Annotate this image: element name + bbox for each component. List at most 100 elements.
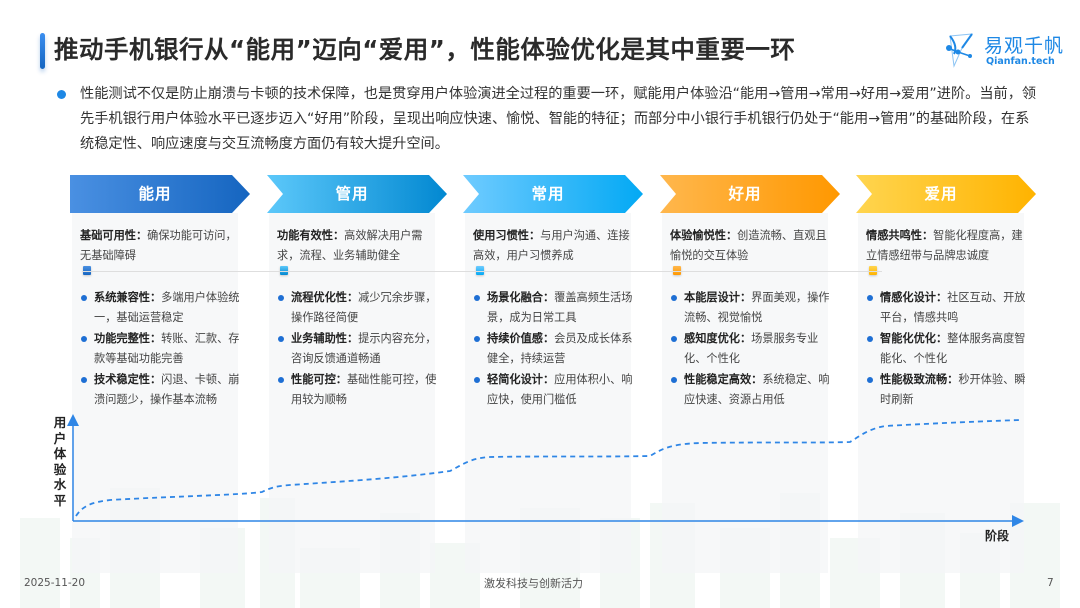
intro-paragraph: 性能测试不仅是防止崩溃与卡顿的技术保障，也是贯穿用户体验演进全过程的重要一环，赋… <box>62 82 1037 157</box>
bullet-text: 社区互动、开放平台，情感共鸣 <box>880 291 1026 324</box>
summary-title: 情感共鸣性： <box>866 229 934 242</box>
list-item: 情感化设计：社区互动、开放平台，情感共鸣 <box>866 288 1028 328</box>
bullet-text: 秒开体验、瞬时刷新 <box>880 373 1026 406</box>
x-axis-label: 阶段 <box>985 529 1010 543</box>
summary-title: 基础可用性： <box>80 229 148 242</box>
chevron-arrow-icon <box>463 175 643 213</box>
bullet-text: 减少冗余步骤，操作路径简便 <box>291 291 437 324</box>
stage-chevron: 爱用 <box>856 175 1038 213</box>
page-title: 推动手机银行从“能用”迈向“爱用”，性能体验优化是其中重要一环 <box>54 35 796 64</box>
bullet-title: 持续价值感： <box>487 332 555 345</box>
bullet-title: 性能极致流畅： <box>880 373 959 386</box>
summary-title: 体验愉悦性： <box>670 229 738 242</box>
stage-bullets: 情感化设计：社区互动、开放平台，情感共鸣 智能化优化：整体服务高度智能化、个性化… <box>866 288 1028 411</box>
stage-bullets: 流程优化性：减少冗余步骤，操作路径简便 业务辅助性：提示内容充分，咨询反馈通道畅… <box>277 288 439 411</box>
timeline-marker <box>476 266 484 275</box>
list-item: 系统兼容性：多端用户体验统一，基础运营稳定 <box>80 288 242 328</box>
bullet-text: 覆盖高频生活场景，成为日常工具 <box>487 291 633 324</box>
list-item: 轻简化设计：应用体积小、响应快，使用门槛低 <box>473 370 635 410</box>
footer-date: 2025-11-20 <box>24 577 86 589</box>
stage-chevron: 能用 <box>70 175 252 213</box>
chevron-arrow-icon <box>856 175 1036 213</box>
stage-bullets: 场景化融合：覆盖高频生活场景，成为日常工具 持续价值感：会员及成长体系健全，持续… <box>473 288 635 411</box>
stage-summary: 使用习惯性：与用户沟通、连接高效，用户习惯养成 <box>473 226 633 266</box>
page-number: 7 <box>1047 577 1054 589</box>
bullet-title: 场景化融合： <box>487 291 555 304</box>
bullet-title: 感知度优化： <box>684 332 752 345</box>
chevron-arrow-icon <box>70 175 250 213</box>
stage-columns: 能用 基础可用性：确保功能可访问，无基础障碍 系统兼容性：多端用户体验统一，基础… <box>70 175 1040 573</box>
summary-text: 高效解决用户需求，流程、业务辅助健全 <box>277 229 423 262</box>
list-item: 本能层设计：界面美观，操作流畅、视觉愉悦 <box>670 288 832 328</box>
bullet-text: 提示内容充分，咨询反馈通道畅通 <box>291 332 437 365</box>
summary-text: 创造流畅、直观且愉悦的交互体验 <box>670 229 827 262</box>
bullet-text: 转账、汇款、存款等基础功能完善 <box>94 332 240 365</box>
list-item: 业务辅助性：提示内容充分，咨询反馈通道畅通 <box>277 329 439 369</box>
stage-label: 管用 <box>335 185 369 203</box>
bullet-title: 业务辅助性： <box>291 332 359 345</box>
experience-growth-chart <box>67 414 1024 527</box>
timeline-connector <box>82 271 882 272</box>
list-item: 持续价值感：会员及成长体系健全，持续运营 <box>473 329 635 369</box>
bullet-title: 轻简化设计： <box>487 373 555 386</box>
list-item: 流程优化性：减少冗余步骤，操作路径简便 <box>277 288 439 328</box>
summary-text: 智能化程度高，建立情感纽带与品牌忠诚度 <box>866 229 1023 262</box>
bullet-text: 整体服务高度智能化、个性化 <box>880 332 1026 365</box>
column-background <box>465 213 631 573</box>
bullet-text: 多端用户体验统一，基础运营稳定 <box>94 291 240 324</box>
bullet-text: 闪退、卡顿、崩溃问题少，操作基本流畅 <box>94 373 240 406</box>
bullet-title: 性能可控： <box>291 373 347 386</box>
timeline-marker <box>83 266 91 275</box>
list-item: 场景化融合：覆盖高频生活场景，成为日常工具 <box>473 288 635 328</box>
summary-text: 确保功能可访问，无基础障碍 <box>80 229 237 262</box>
list-item: 性能稳定高效：系统稳定、响应快速、资源占用低 <box>670 370 832 410</box>
timeline-marker <box>673 266 681 275</box>
bullet-title: 性能稳定高效： <box>684 373 763 386</box>
column-background <box>269 213 435 573</box>
brand-logo: 易观千帆 Qianfan.tech <box>944 30 1074 70</box>
column-background <box>662 213 828 573</box>
bullet-title: 技术稳定性： <box>94 373 162 386</box>
logo-name-cn: 易观千帆 <box>984 35 1065 57</box>
stage-summary: 功能有效性：高效解决用户需求，流程、业务辅助健全 <box>277 226 437 266</box>
footer-slogan: 激发科技与创新活力 <box>484 577 583 590</box>
intro-text: 性能测试不仅是防止崩溃与卡顿的技术保障，也是贯穿用户体验演进全过程的重要一环，赋… <box>80 86 1037 152</box>
timeline-marker <box>280 266 288 275</box>
list-item: 技术稳定性：闪退、卡顿、崩溃问题少，操作基本流畅 <box>80 370 242 410</box>
stage-label: 爱用 <box>924 185 958 203</box>
list-item: 性能可控：基础性能可控，使用较为顺畅 <box>277 370 439 410</box>
stage-bullets: 系统兼容性：多端用户体验统一，基础运营稳定 功能完整性：转账、汇款、存款等基础功… <box>80 288 242 411</box>
bullet-text: 基础性能可控，使用较为顺畅 <box>291 373 437 406</box>
timeline-marker <box>869 266 877 275</box>
bullet-dot-icon <box>57 90 66 99</box>
list-item: 功能完整性：转账、汇款、存款等基础功能完善 <box>80 329 242 369</box>
title-accent-bar <box>40 33 45 69</box>
bullet-title: 情感化设计： <box>880 291 948 304</box>
list-item: 感知度优化：场景服务专业化、个性化 <box>670 329 832 369</box>
summary-title: 使用习惯性： <box>473 229 541 242</box>
sail-network-logo-icon <box>946 33 974 68</box>
stage-chevron: 好用 <box>660 175 842 213</box>
list-item: 性能极致流畅：秒开体验、瞬时刷新 <box>866 370 1028 410</box>
bullet-text: 场景服务专业化、个性化 <box>684 332 819 365</box>
stage-summary: 基础可用性：确保功能可访问，无基础障碍 <box>80 226 240 266</box>
bullet-title: 系统兼容性： <box>94 291 162 304</box>
bullet-text: 会员及成长体系健全，持续运营 <box>487 332 633 365</box>
bullet-title: 本能层设计： <box>684 291 752 304</box>
column-background <box>72 213 238 573</box>
y-axis-label: 用户体验水平 <box>53 415 67 508</box>
chevron-arrow-icon <box>267 175 447 213</box>
bullet-title: 智能化优化： <box>880 332 948 345</box>
bullet-title: 流程优化性： <box>291 291 359 304</box>
experience-trend-line <box>75 419 1021 517</box>
bullet-text: 系统稳定、响应快速、资源占用低 <box>684 373 830 406</box>
stage-summary: 体验愉悦性：创造流畅、直观且愉悦的交互体验 <box>670 226 830 266</box>
summary-title: 功能有效性： <box>277 229 345 242</box>
stage-label: 好用 <box>728 185 762 203</box>
stage-chevron: 管用 <box>267 175 449 213</box>
column-background <box>858 213 1024 573</box>
list-item: 智能化优化：整体服务高度智能化、个性化 <box>866 329 1028 369</box>
summary-text: 与用户沟通、连接高效，用户习惯养成 <box>473 229 630 262</box>
stage-label: 能用 <box>138 185 172 203</box>
bullet-text: 界面美观，操作流畅、视觉愉悦 <box>684 291 830 324</box>
